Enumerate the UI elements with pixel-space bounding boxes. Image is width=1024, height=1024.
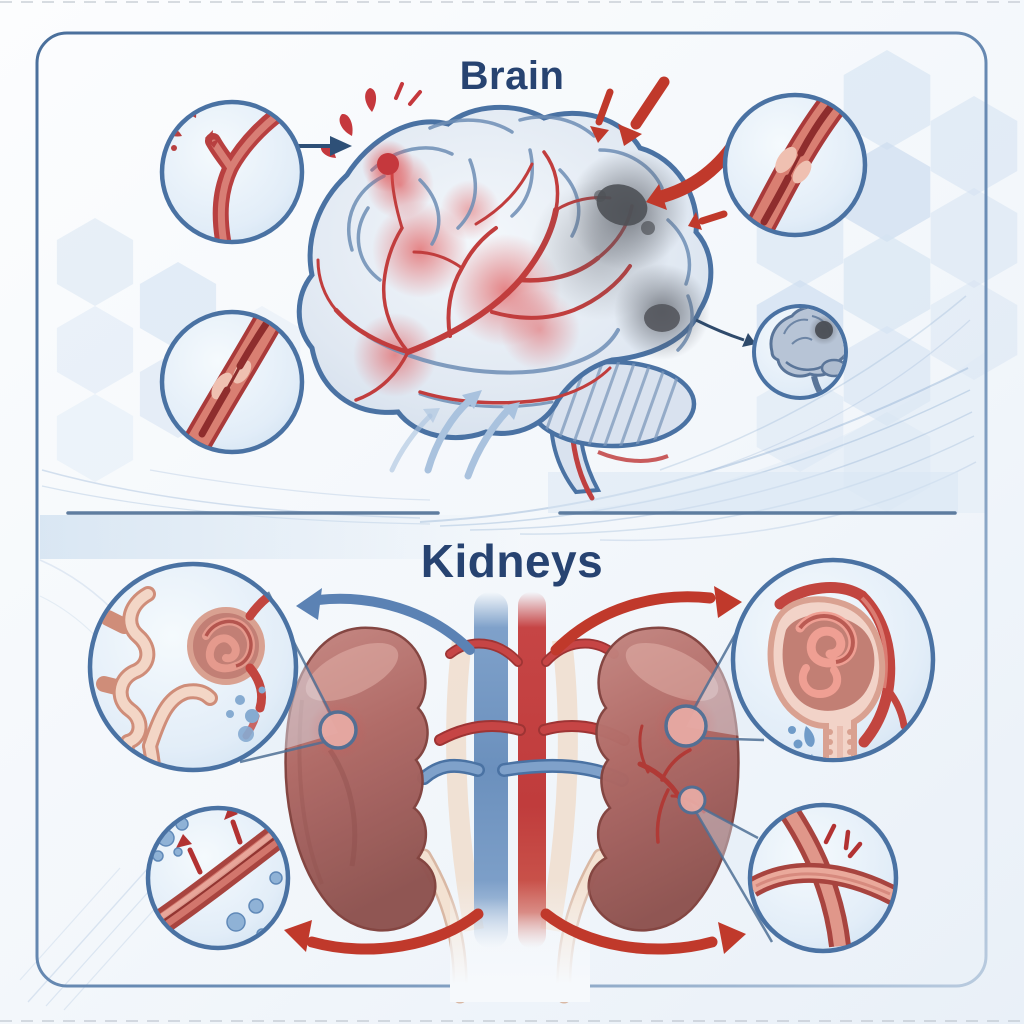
kidneys-illustration: [87, 557, 936, 1004]
inset-ruptured-vessel: [159, 99, 305, 245]
callout-circle-right-bottom: [677, 785, 707, 815]
inset-damaged-nephron: [87, 561, 299, 773]
inset-stenosed-artery: [722, 92, 868, 238]
perfusion-arrows-blue: [389, 390, 520, 480]
inset-vessel-leak-particles: [145, 805, 291, 951]
inset-leaking-glomerulus: [730, 557, 936, 763]
vena-cava: [474, 592, 508, 948]
inset-ischemic-brain: [752, 304, 848, 400]
brain-illustration: [159, 76, 868, 501]
callout-circle-right-top: [664, 704, 708, 748]
bottom-edge-dashes: [0, 1020, 1024, 1022]
lesion-pointer-arrow: [695, 318, 756, 347]
cerebrum: [296, 82, 714, 440]
callout-circle-left: [318, 710, 358, 750]
inset-strained-vessels: [747, 802, 899, 954]
inset-narrowed-artery: [159, 309, 305, 455]
ischemic-lesions: [530, 150, 710, 360]
circulation-arrows: [284, 586, 746, 955]
section-divider: [40, 472, 958, 559]
top-edge-dashes: [0, 1, 1024, 3]
hemorrhage-spurt: [318, 82, 422, 192]
vessel-fade: [450, 880, 590, 1002]
